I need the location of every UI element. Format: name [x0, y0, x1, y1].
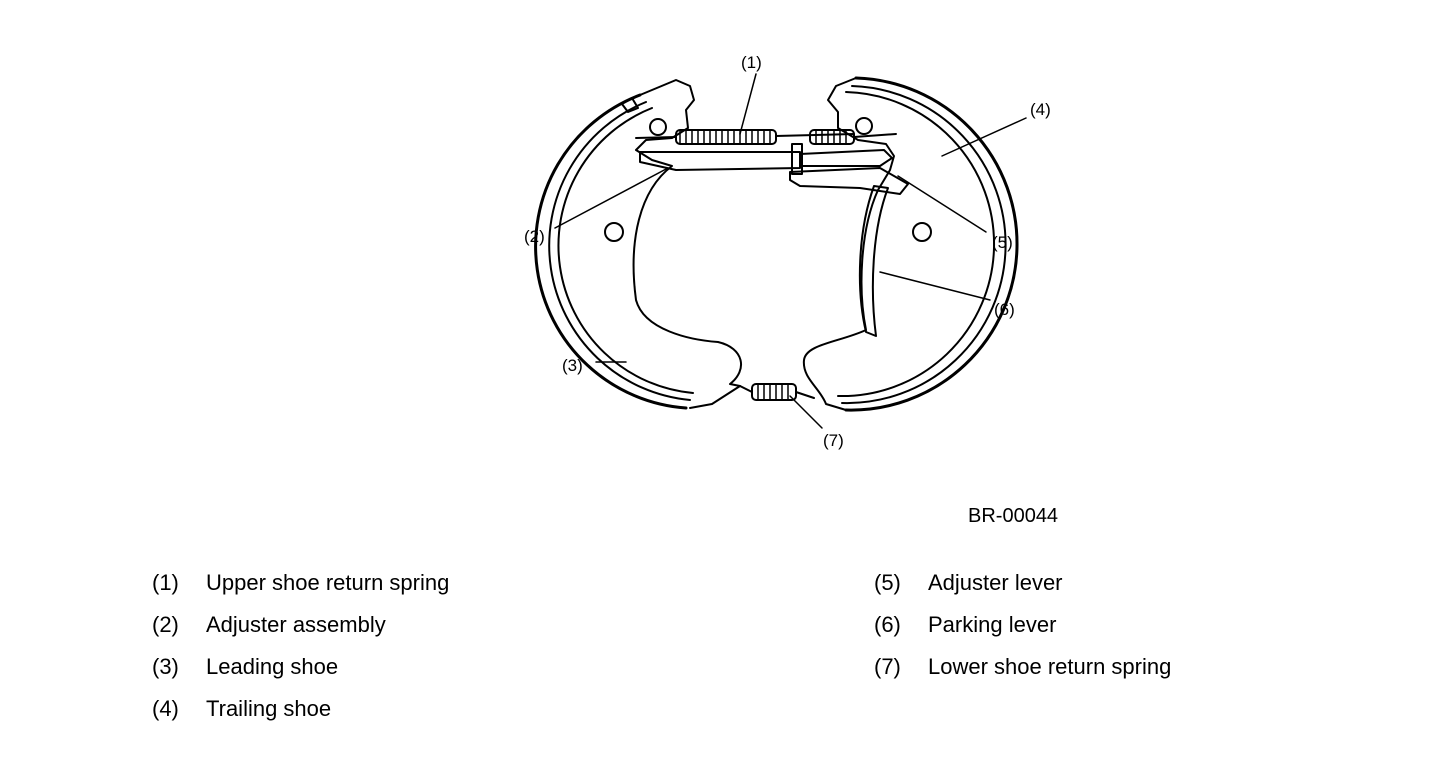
legend-label: Adjuster lever — [928, 570, 1063, 595]
legend-label: Trailing shoe — [206, 696, 332, 721]
callout-4: (4) — [1030, 100, 1051, 119]
callout-7: (7) — [823, 431, 844, 450]
legend-number: (6) — [874, 612, 901, 637]
callout-3: (3) — [562, 356, 583, 375]
legend-item: (3) Leading shoe — [152, 646, 449, 688]
callout-1: (1) — [741, 53, 762, 72]
legend-label: Leading shoe — [206, 654, 339, 679]
legend-number: (5) — [874, 570, 901, 595]
legend-label: Adjuster assembly — [206, 612, 386, 637]
leader-line-6 — [879, 271, 991, 301]
legend-item: (7) Lower shoe return spring — [874, 646, 1171, 688]
callout-6: (6) — [994, 300, 1015, 319]
legend-item: (5) Adjuster lever — [874, 562, 1171, 604]
legend-label: Parking lever — [928, 612, 1057, 637]
brake-shoe-diagram: (1) (2) (3) (4) (5) (6) (7) — [524, 53, 1051, 450]
legend-number: (3) — [152, 654, 179, 679]
legend-column-left: (1) Upper shoe return spring (2) Adjuste… — [152, 562, 449, 730]
callout-2: (2) — [524, 227, 545, 246]
legend-item: (6) Parking lever — [874, 604, 1171, 646]
leader-line-1 — [739, 73, 757, 135]
figure-id: BR-00044 — [968, 505, 1059, 527]
leader-line-7 — [789, 395, 823, 429]
lower-shoe-return-spring — [739, 383, 815, 401]
trailing-shoe — [802, 76, 1019, 412]
leader-line-5 — [897, 175, 987, 233]
adjuster-assembly — [639, 149, 893, 171]
legend-number: (1) — [152, 570, 179, 595]
legend-number: (7) — [874, 654, 901, 679]
legend-label: Lower shoe return spring — [928, 654, 1172, 679]
legend-label: Upper shoe return spring — [206, 570, 450, 595]
leader-line-4 — [941, 117, 1027, 157]
parking-lever — [858, 185, 889, 337]
leading-shoe — [534, 79, 742, 410]
legend-column-right: (5) Adjuster lever (6) Parking lever (7)… — [874, 562, 1171, 688]
leader-lines — [554, 73, 1027, 429]
legend-item: (4) Trailing shoe — [152, 688, 449, 730]
callout-5: (5) — [992, 233, 1013, 252]
adjuster-lever — [789, 167, 909, 195]
legend-number: (4) — [152, 696, 179, 721]
leader-line-2 — [554, 167, 669, 229]
upper-shoe-return-spring — [635, 129, 897, 175]
legend-item: (1) Upper shoe return spring — [152, 562, 449, 604]
legend-number: (2) — [152, 612, 179, 637]
legend-item: (2) Adjuster assembly — [152, 604, 449, 646]
